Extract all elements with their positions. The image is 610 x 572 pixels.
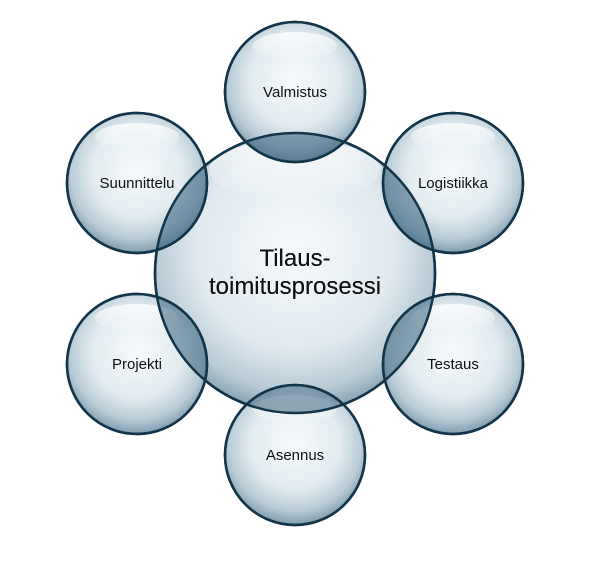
center-bubble: Tilaus- toimitusprosessi: [153, 131, 437, 415]
outline-layer: [65, 20, 525, 527]
center-label-line1-top: Tilaus-: [259, 245, 330, 272]
center-label-line2-top: toimitusprosessi: [209, 273, 381, 300]
node-label-valmistus: Valmistus: [263, 84, 327, 101]
node-label-suunnittelu: Suunnittelu: [99, 175, 174, 192]
label-layer: Tilaus- toimitusprosessi: [209, 245, 381, 300]
node-label-logistiikka: Logistiikka: [418, 175, 489, 192]
center-label-line1: Tilaus-: [259, 245, 330, 272]
node-label-testaus: Testaus: [427, 356, 479, 373]
center-label-line2: toimitusprosessi: [209, 273, 381, 300]
node-label-asennus: Asennus: [266, 447, 324, 464]
node-label-projekti: Projekti: [112, 356, 162, 373]
